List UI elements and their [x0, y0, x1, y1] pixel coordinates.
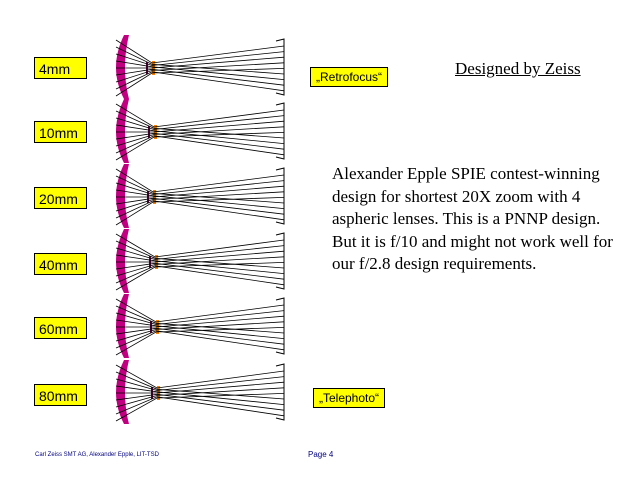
- footer-company: Carl Zeiss SMT AG, Alexander Epple, LIT-…: [35, 452, 159, 458]
- config-6-ray-fan: [115, 364, 285, 422]
- zoom-label-60mm: 60mm: [34, 317, 87, 339]
- config-4-image-plane: [275, 232, 285, 290]
- config-2-ray-fan: [115, 103, 285, 161]
- config-4-ray-fan: [115, 233, 285, 291]
- footer-page-number: Page 4: [308, 450, 334, 459]
- config-3-image-plane: [275, 167, 285, 225]
- config-5-image-plane: [275, 297, 285, 355]
- config-1-image-plane: [275, 38, 285, 96]
- config-3-front-lens: [116, 164, 129, 228]
- credit-heading: Designed by Zeiss: [455, 59, 581, 78]
- retrofocus-label: „Retrofocus“: [310, 67, 389, 87]
- zoom-label-20mm: 20mm: [34, 187, 87, 209]
- zoom-label-80mm: 80mm: [34, 384, 87, 406]
- config-6-image-plane: [275, 363, 285, 421]
- config-5-ray-fan: [115, 298, 285, 356]
- zoom-label-10mm: 10mm: [34, 121, 87, 143]
- config-1-front-lens: [116, 35, 129, 99]
- config-3-ray-fan: [115, 168, 285, 226]
- zoom-label-4mm: 4mm: [34, 57, 87, 79]
- telephoto-label: „Telephoto“: [313, 388, 386, 408]
- design-description: Alexander Epple SPIE contest-winning des…: [332, 164, 613, 273]
- config-1-ray-fan: [115, 39, 285, 97]
- zoom-label-40mm: 40mm: [34, 253, 87, 275]
- config-2-image-plane: [275, 102, 285, 160]
